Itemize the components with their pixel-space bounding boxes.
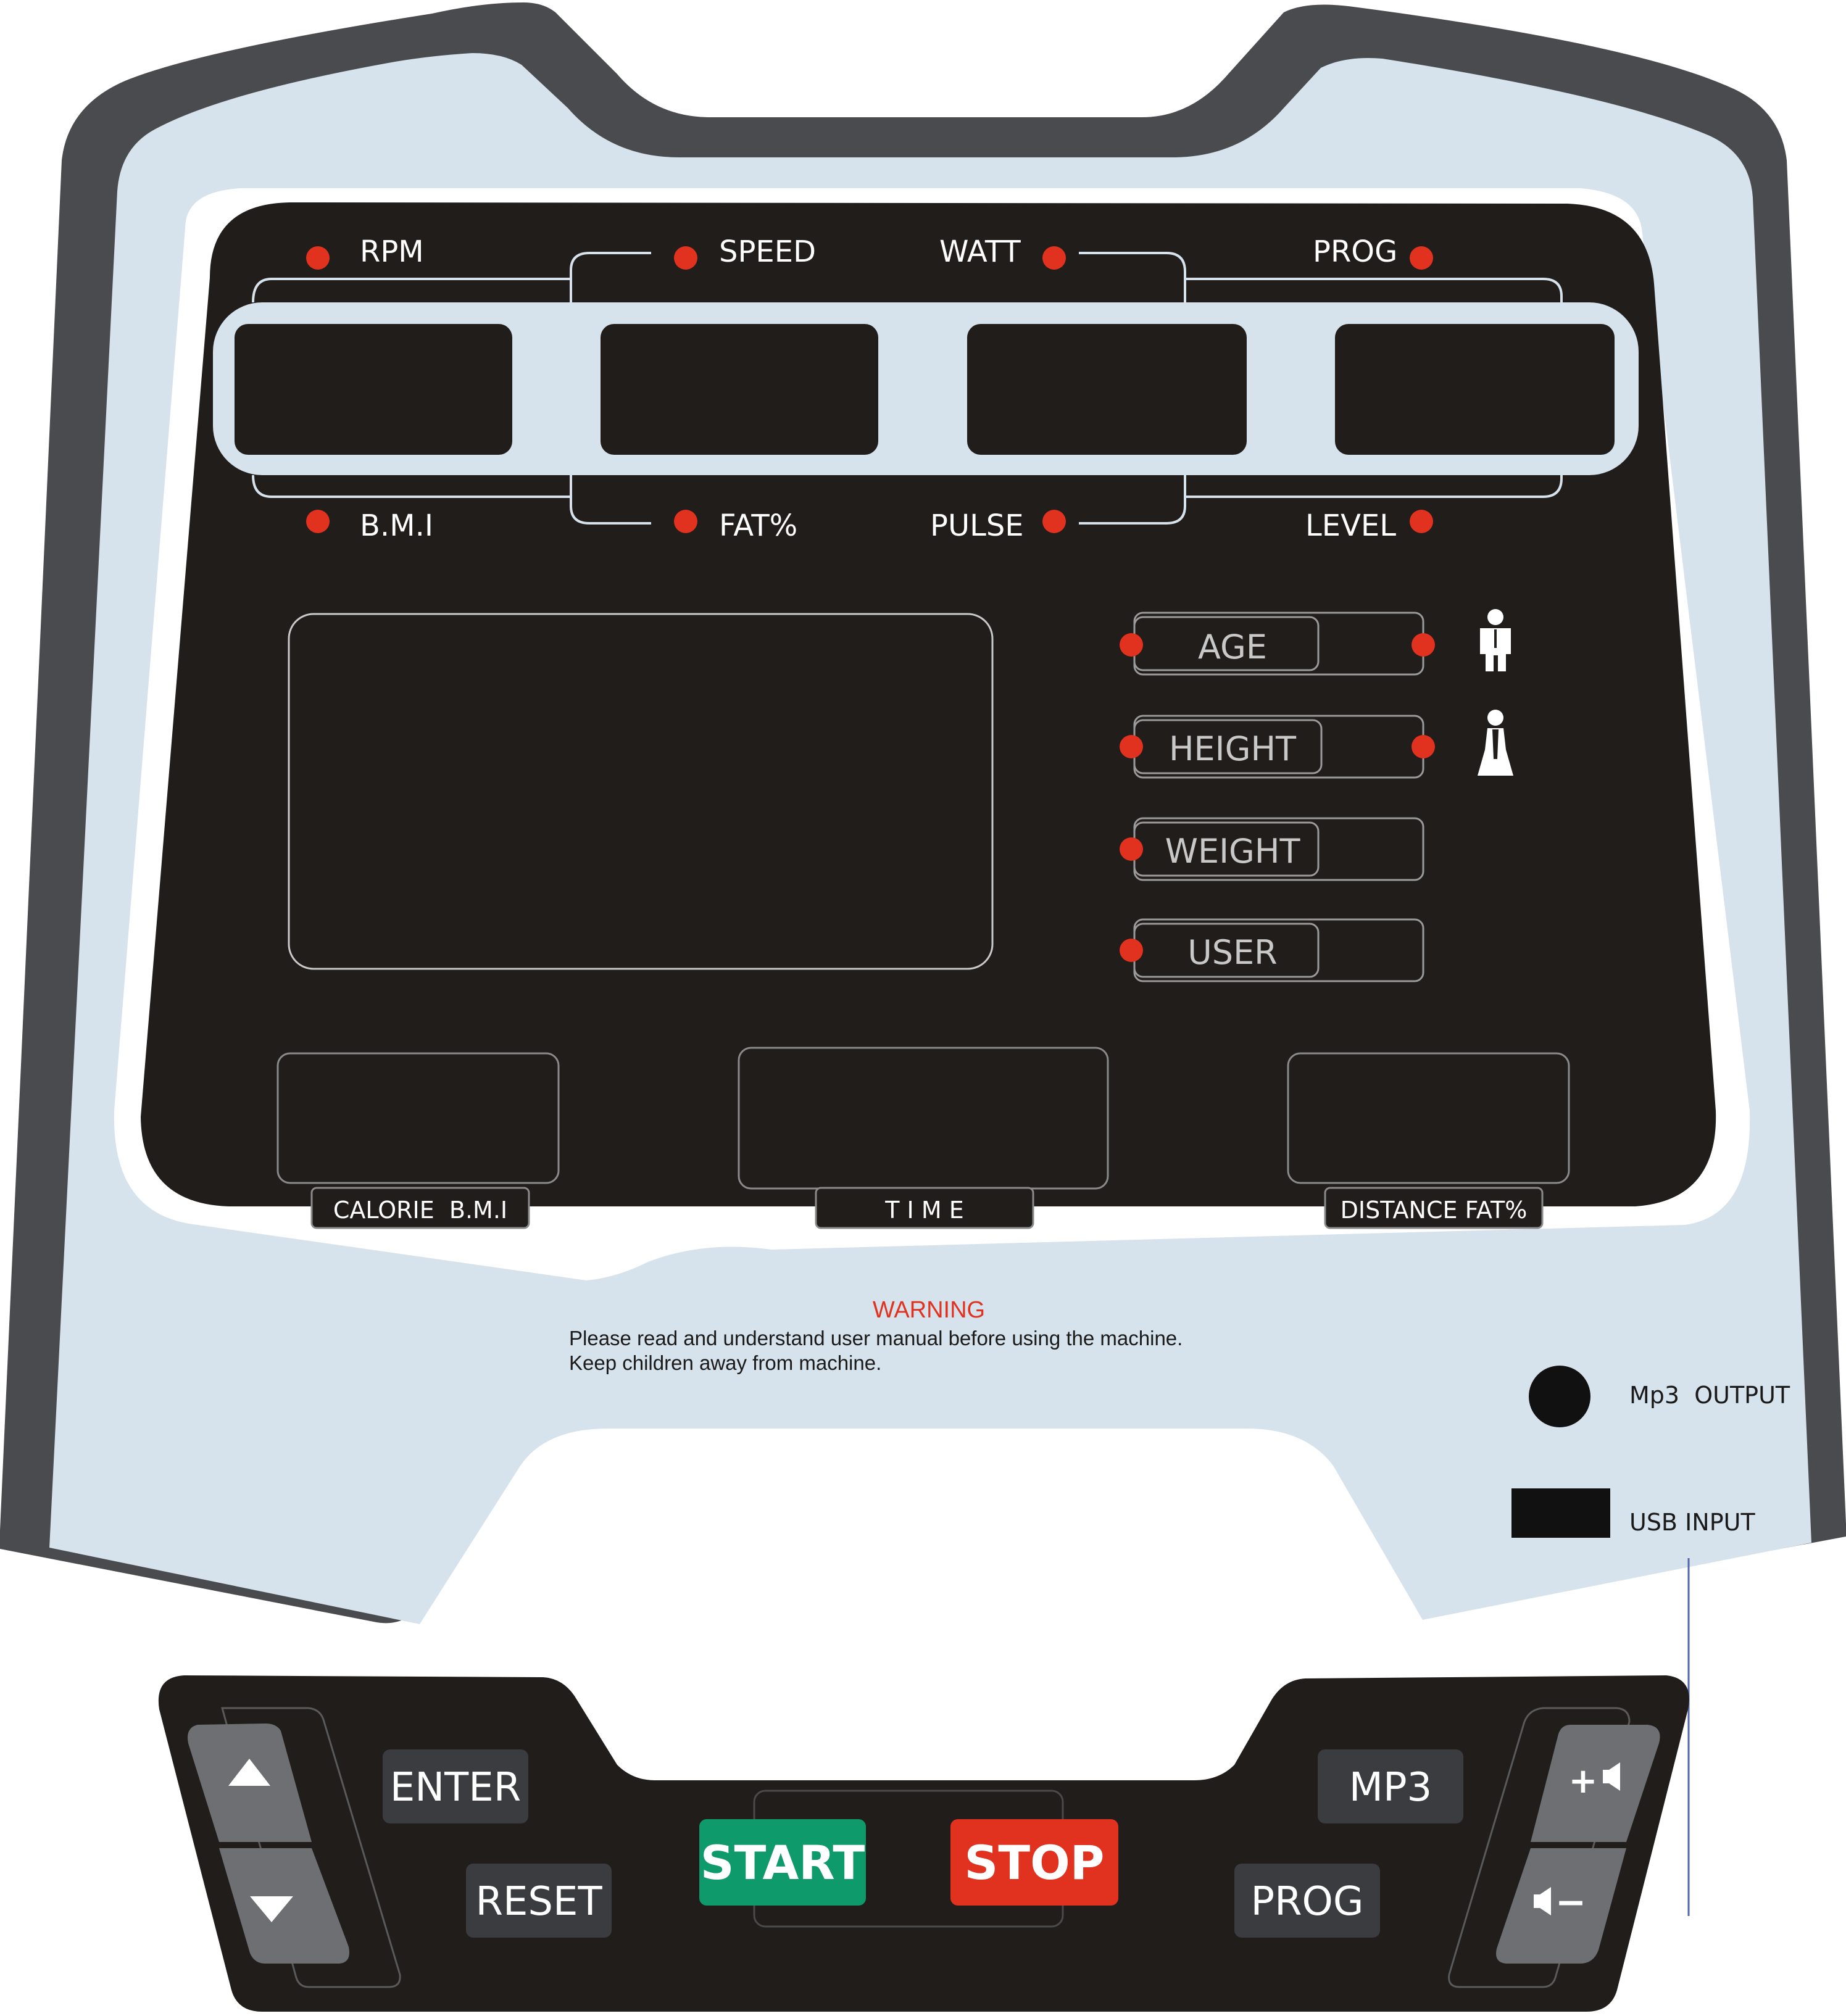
led-weight <box>1120 837 1143 861</box>
enter-button[interactable]: ENTER <box>383 1749 528 1823</box>
label-distance-fat: DISTANCE FAT% <box>1341 1197 1528 1224</box>
warning-title: WARNING <box>873 1297 985 1323</box>
led-pulse <box>1042 510 1066 533</box>
label-weight: WEIGHT <box>1165 832 1301 871</box>
led-age-right <box>1412 633 1435 657</box>
reset-button-label: RESET <box>475 1879 602 1925</box>
arrow-up-icon <box>228 1759 270 1786</box>
keypad-panel <box>158 1675 1689 2012</box>
mp3-button-label: MP3 <box>1349 1765 1432 1811</box>
female-icon <box>1478 710 1513 776</box>
left-arrow-pad-outline <box>221 1707 401 1988</box>
led-height-left <box>1120 735 1143 758</box>
label-level: LEVEL <box>1305 508 1396 543</box>
display-distance-fat: DISTANCE FAT% <box>1287 1052 1570 1229</box>
label-calorie-bmi: CALORIE B.M.I <box>333 1197 507 1224</box>
stop-button[interactable]: STOP <box>950 1819 1118 1906</box>
warning-line-2: Keep children away from machine. <box>569 1351 881 1374</box>
volume-down-icon: − <box>1534 1881 1586 1924</box>
label-time: T I M E <box>884 1197 963 1224</box>
readout-window-strip <box>213 302 1639 475</box>
label-user: USER <box>1187 933 1277 972</box>
display-calorie-bmi: CALORIE B.M.I <box>276 1052 560 1229</box>
arrow-down-icon <box>250 1896 293 1922</box>
led-level <box>1410 510 1433 533</box>
led-age-left <box>1120 633 1143 657</box>
label-bmi: B.M.I <box>360 508 433 543</box>
mp3-button[interactable]: MP3 <box>1318 1749 1463 1823</box>
display-time: T I M E <box>738 1047 1109 1229</box>
readout-watt-pulse <box>967 324 1247 455</box>
label-age: AGE <box>1198 628 1267 666</box>
right-volume-pad-outline <box>1448 1707 1631 1988</box>
led-fat <box>674 510 697 533</box>
led-bmi <box>306 510 330 533</box>
start-button-label: START <box>701 1835 865 1890</box>
enter-button-label: ENTER <box>390 1765 521 1811</box>
usb-input-port[interactable] <box>1511 1488 1610 1538</box>
male-icon <box>1480 609 1511 671</box>
label-pulse: PULSE <box>930 508 1024 543</box>
label-mp3-output: Mp3 OUTPUT <box>1629 1382 1790 1409</box>
label-prog: PROG <box>1313 234 1397 269</box>
label-height: HEIGHT <box>1169 729 1297 768</box>
indicator-leds-top <box>306 246 1433 533</box>
reset-button[interactable]: RESET <box>466 1864 612 1938</box>
led-height-right <box>1412 735 1435 758</box>
led-speed <box>674 246 697 270</box>
volume-up-button[interactable] <box>1531 1725 1660 1842</box>
profile-field-weight: WEIGHT <box>1120 817 1424 881</box>
svg-text:+: + <box>1569 1761 1598 1801</box>
prog-button-label: PROG <box>1250 1879 1363 1925</box>
stop-button-label: STOP <box>965 1835 1105 1890</box>
led-watt <box>1042 246 1066 270</box>
start-button[interactable]: START <box>699 1819 866 1906</box>
profile-field-user: USER <box>1120 918 1424 982</box>
label-speed: SPEED <box>719 234 816 269</box>
led-user <box>1120 939 1143 962</box>
main-display <box>288 613 994 970</box>
volume-down-button[interactable] <box>1496 1848 1626 1964</box>
volume-up-icon: + <box>1569 1761 1620 1801</box>
led-prog <box>1410 246 1433 270</box>
label-usb-input: USB INPUT <box>1629 1509 1755 1536</box>
led-rpm <box>306 246 330 270</box>
svg-text:−: − <box>1555 1881 1586 1924</box>
label-watt: WATT <box>939 234 1021 269</box>
label-fat: FAT% <box>719 508 797 543</box>
label-rpm: RPM <box>360 234 424 269</box>
readout-rpm-bmi <box>235 324 512 455</box>
profile-field-age: AGE <box>1120 612 1435 676</box>
prog-button[interactable]: PROG <box>1234 1864 1380 1938</box>
mp3-output-jack[interactable] <box>1529 1366 1590 1427</box>
bracket-lines <box>252 252 1563 525</box>
readout-prog-level <box>1335 324 1615 455</box>
readout-speed-fat <box>601 324 878 455</box>
warning-line-1: Please read and understand user manual b… <box>569 1327 1183 1350</box>
profile-field-height: HEIGHT <box>1120 715 1435 779</box>
